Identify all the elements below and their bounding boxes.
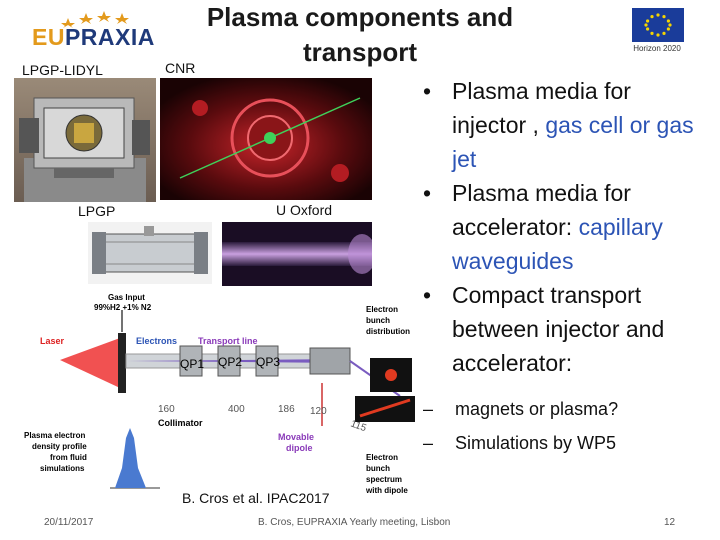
density-label-4: simulations bbox=[40, 464, 85, 473]
bunch-distribution-label-3: distribution bbox=[366, 327, 410, 336]
stars-icon bbox=[61, 11, 129, 28]
horizon-2020-label: Horizon 2020 bbox=[633, 44, 681, 53]
sub-bullet-item: –magnets or plasma? bbox=[423, 399, 619, 419]
title-line-1: Plasma components and bbox=[206, 2, 514, 32]
logo-prefix: EU bbox=[32, 24, 65, 50]
density-label-2: density profile bbox=[32, 442, 87, 451]
gas-input-label: Gas Input bbox=[108, 293, 145, 302]
sub-bullet-item: –Simulations by WP5 bbox=[423, 433, 617, 453]
footer-center: B. Cros, EUPRAXIA Yearly meeting, Lisbon bbox=[258, 517, 451, 528]
movable-dipole-label-2: dipole bbox=[286, 443, 313, 453]
transport-line-diagram: Gas Input 99%H2 +1% N2 Laser Electrons T… bbox=[24, 293, 415, 495]
slide-title: Plasma components and transport bbox=[180, 0, 540, 70]
label-lpgp: LPGP bbox=[78, 203, 116, 219]
gas-cell bbox=[118, 333, 126, 393]
bullet-dot-icon: • bbox=[423, 180, 432, 206]
spectrum-label-2: bunch bbox=[366, 464, 390, 473]
label-u-oxford: U Oxford bbox=[276, 202, 333, 218]
qp1-magnet bbox=[179, 345, 203, 377]
distance-186: 186 bbox=[278, 404, 295, 415]
logo-wordmark: EUPRAXIA bbox=[32, 24, 155, 51]
label-lpgp-lidyl: LPGP-LIDYL bbox=[22, 62, 103, 78]
qp2-magnet bbox=[217, 345, 241, 377]
qp3-magnet bbox=[255, 345, 279, 377]
photo-cnr bbox=[160, 78, 372, 200]
distance-115: 115 bbox=[349, 418, 368, 434]
gas-mixture-label: 99%H2 +1% N2 bbox=[94, 303, 152, 312]
distance-400: 400 bbox=[228, 404, 245, 415]
bullet-item: • Compact transport between injector and… bbox=[415, 278, 710, 380]
laser-label: Laser bbox=[40, 336, 65, 346]
page-number: 12 bbox=[664, 517, 676, 528]
spectrum-label-3: spectrum bbox=[366, 475, 402, 484]
eupraxia-logo bbox=[28, 8, 158, 58]
footer-date: 20/11/2017 bbox=[44, 517, 94, 528]
title-line-2: transport bbox=[302, 37, 418, 67]
distance-160: 160 bbox=[158, 404, 175, 415]
distance-120: 120 bbox=[310, 406, 327, 417]
collimator-label: Collimator bbox=[158, 418, 203, 428]
density-profile bbox=[115, 428, 146, 488]
transport-line-label: Transport line bbox=[198, 336, 258, 346]
dipole-magnet bbox=[309, 347, 351, 375]
qp1-label: QP1 bbox=[180, 357, 204, 371]
photo-lpgp-lidyl bbox=[14, 78, 156, 202]
qp2-label: QP2 bbox=[218, 355, 242, 369]
eu-flag-icon bbox=[632, 8, 684, 42]
electrons-label: Electrons bbox=[136, 336, 177, 346]
density-label-3: from fluid bbox=[50, 453, 87, 462]
bullet-dot-icon: • bbox=[423, 78, 432, 104]
bullet-dot-icon: • bbox=[423, 282, 432, 308]
density-label-1: Plasma electron bbox=[24, 431, 85, 440]
photo-oxford-discharge bbox=[222, 222, 372, 286]
logo-suffix: PRAXIA bbox=[64, 24, 155, 50]
bullet-list: • Plasma media for injector , gas cell o… bbox=[415, 74, 710, 460]
laser-cone bbox=[60, 338, 120, 388]
bunch-distribution-label-1: Electron bbox=[366, 305, 398, 314]
bullet-item: • Plasma media for accelerator: capillar… bbox=[415, 176, 710, 278]
qp3-label: QP3 bbox=[256, 355, 280, 369]
spectrum-label-1: Electron bbox=[366, 453, 398, 462]
bunch-distribution-label-2: bunch bbox=[366, 316, 390, 325]
citation: B. Cros et al. IPAC2017 bbox=[182, 490, 330, 506]
movable-dipole-label-1: Movable bbox=[278, 432, 314, 442]
label-cnr: CNR bbox=[165, 60, 196, 76]
photo-lpgp-capillary bbox=[88, 222, 212, 284]
bullet-item: • Plasma media for injector , gas cell o… bbox=[415, 74, 710, 176]
spectrum-label-4: with dipole bbox=[365, 486, 408, 495]
